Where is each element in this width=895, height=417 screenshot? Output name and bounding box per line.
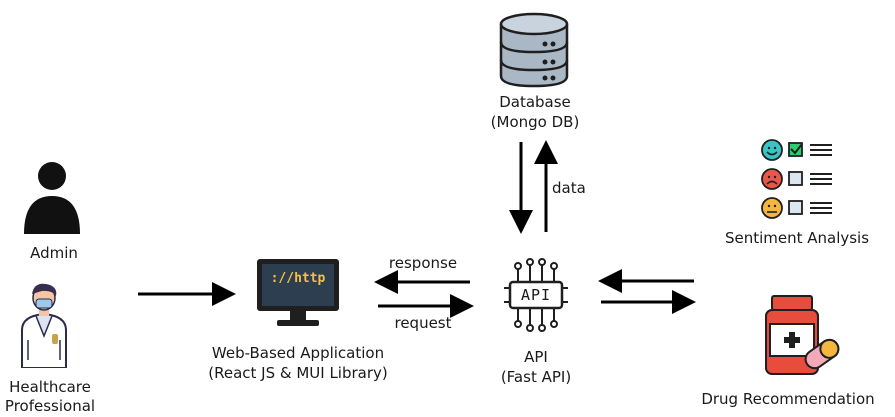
request-label: request bbox=[394, 314, 452, 332]
api-chip-text: API bbox=[520, 286, 552, 304]
webapp-label-line1: Web-Based Application bbox=[211, 344, 385, 362]
person-silhouette-icon bbox=[24, 162, 80, 234]
api-label-line2: (Fast API) bbox=[500, 368, 572, 386]
medicine-bottle-icon bbox=[765, 295, 840, 375]
monitor-screen-text: ://http bbox=[270, 271, 326, 286]
database-label-line1: Database bbox=[499, 93, 571, 111]
healthcare-label: Healthcare Professional bbox=[0, 378, 100, 416]
sentiment-label: Sentiment Analysis bbox=[724, 229, 870, 247]
api-chip-icon: API bbox=[500, 258, 572, 332]
webapp-label: Web-Based Application (React JS & MUI Li… bbox=[188, 343, 408, 383]
healthcare-label-line2: Professional bbox=[4, 397, 96, 415]
sentiment-checklist-icon bbox=[761, 139, 832, 219]
doctor-icon bbox=[21, 283, 67, 368]
api-label: API (Fast API) bbox=[480, 347, 592, 387]
admin-label: Admin bbox=[30, 244, 78, 262]
webapp-label-line2: (React JS & MUI Library) bbox=[208, 364, 388, 382]
data-label: data bbox=[552, 179, 586, 197]
database-icon bbox=[499, 12, 569, 88]
healthcare-label-line1: Healthcare bbox=[9, 378, 91, 396]
response-label: response bbox=[388, 254, 458, 272]
api-label-line1: API bbox=[524, 348, 548, 366]
monitor-http-icon: ://http bbox=[255, 257, 341, 329]
drug-label: Drug Recommendation bbox=[701, 390, 875, 408]
database-label-line2: (Mongo DB) bbox=[490, 113, 580, 131]
database-label: Database (Mongo DB) bbox=[465, 92, 605, 132]
